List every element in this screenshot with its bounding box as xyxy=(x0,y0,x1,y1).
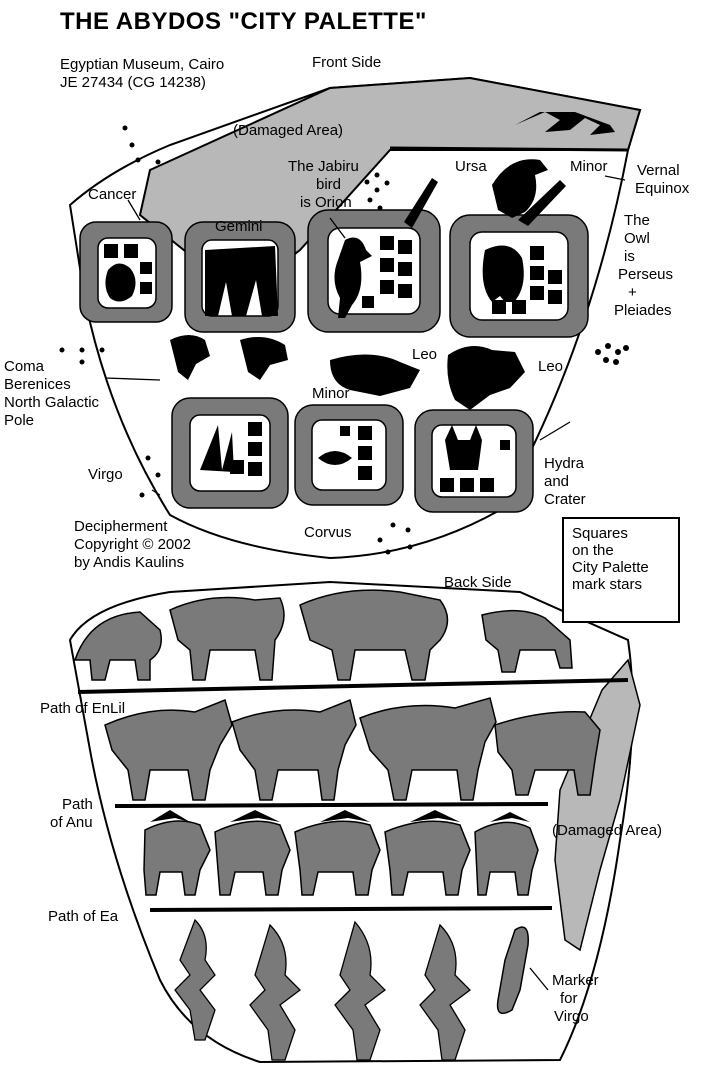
hydra-line3: Crater xyxy=(544,491,586,508)
corvus-label: Corvus xyxy=(304,524,352,541)
note-box: Squares on the City Palette mark stars xyxy=(562,517,680,623)
copyright-line2: Copyright © 2002 xyxy=(74,536,191,553)
note-line4: mark stars xyxy=(572,576,670,593)
note-line2: on the xyxy=(572,542,670,559)
coma-line4: Pole xyxy=(4,412,34,429)
jabiru-line1: The Jabiru xyxy=(288,158,359,175)
owl-line4: Perseus xyxy=(618,266,673,283)
gemini-label: Gemini xyxy=(215,218,263,235)
museum-line1: Egyptian Museum, Cairo xyxy=(60,56,224,73)
front-side-label: Front Side xyxy=(312,54,381,71)
coma-line2: Berenices xyxy=(4,376,71,393)
city-corvus xyxy=(295,405,403,505)
minor-label: Minor xyxy=(570,158,608,175)
city-orion xyxy=(308,210,440,332)
page-title: THE ABYDOS "CITY PALETTE" xyxy=(60,8,427,36)
virgo-label: Virgo xyxy=(88,466,123,483)
owl-line5: + xyxy=(628,284,637,301)
museum-line2: JE 27434 (CG 14238) xyxy=(60,74,206,91)
gemini-figure xyxy=(205,246,278,316)
owl-line3: is xyxy=(624,248,635,265)
owl-line6: Pleiades xyxy=(614,302,672,319)
note-line3: City Palette xyxy=(572,559,670,576)
hydra-line1: Hydra xyxy=(544,455,584,472)
front-damaged-label: (Damaged Area) xyxy=(233,122,343,139)
back-side-label: Back Side xyxy=(444,574,512,591)
marker-line2: for xyxy=(560,990,578,1007)
leo-label: Leo xyxy=(538,358,563,375)
copyright-line3: by Andis Kaulins xyxy=(74,554,184,571)
ea-label: Path of Ea xyxy=(48,908,118,925)
vernal-line2: Equinox xyxy=(635,180,689,197)
leo-minor-line1: Leo xyxy=(412,346,437,363)
front-ledge-line xyxy=(390,148,628,150)
back-damaged-label: (Damaged Area) xyxy=(552,822,662,839)
coma-line1: Coma xyxy=(4,358,44,375)
owl-line1: The xyxy=(624,212,650,229)
copyright-line1: Decipherment xyxy=(74,518,167,535)
coma-line3: North Galactic xyxy=(4,394,99,411)
marker-line1: Marker xyxy=(552,972,599,989)
ursa-label: Ursa xyxy=(455,158,487,175)
hydra-line2: and xyxy=(544,473,569,490)
anu-line1: Path xyxy=(62,796,93,813)
owl-line2: Owl xyxy=(624,230,650,247)
jabiru-line2: bird xyxy=(316,176,341,193)
enlil-label: Path of EnLil xyxy=(40,700,125,717)
owl-figure xyxy=(483,246,524,303)
vernal-line1: Vernal xyxy=(637,162,680,179)
marker-line3: Virgo xyxy=(554,1008,589,1025)
note-line1: Squares xyxy=(572,525,670,542)
leo-minor-line2: Minor xyxy=(312,385,350,402)
anu-line2: of Anu xyxy=(50,814,93,831)
cancer-label: Cancer xyxy=(88,186,136,203)
jabiru-line3: is Orion xyxy=(300,194,352,211)
